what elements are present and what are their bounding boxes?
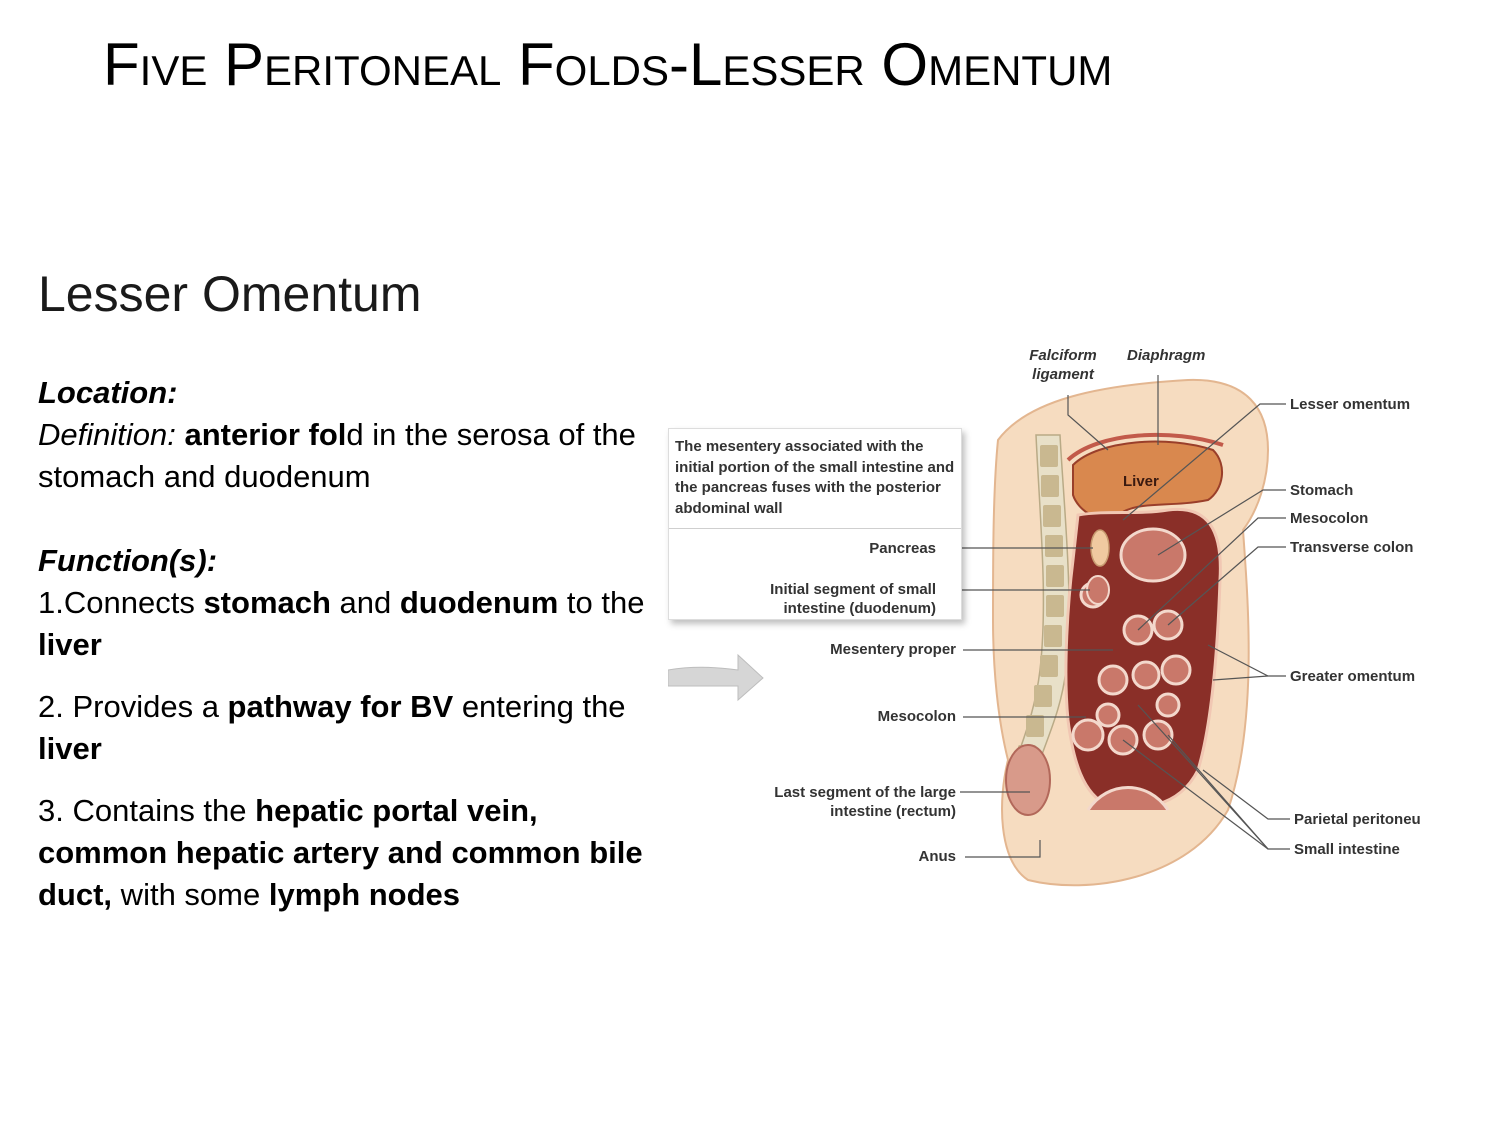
label-small-intestine: Small intestine <box>1294 841 1400 858</box>
definition-label: Definition: <box>38 417 176 452</box>
label-initial-segment: Initial segment of small intestine (duod… <box>770 581 936 617</box>
label-diaphragm: Diaphragm <box>1127 347 1206 364</box>
functions-line: Function(s): <box>38 540 648 582</box>
label-mesentery-proper: Mesentery proper <box>830 641 956 658</box>
rectum <box>1005 744 1051 816</box>
label-pancreas: Pancreas <box>869 540 936 557</box>
label-mesocolon-right: Mesocolon <box>1290 510 1369 527</box>
location-line: Location: <box>38 372 648 414</box>
duodenum <box>1086 575 1110 605</box>
function-1: 1.Connects stomach and duodenum to the l… <box>38 585 645 662</box>
slide-title: Five Peritoneal Folds-Lesser Omentum <box>103 31 1113 98</box>
peritoneum-illustration <box>668 375 1290 887</box>
definition-rest: d in the serosa of the stomach and duode… <box>38 417 636 494</box>
definition-bold: anterior fol <box>184 417 347 452</box>
label-liver: Liver <box>1123 473 1159 490</box>
callout-text: The mesentery associated with the initia… <box>675 438 955 517</box>
bladder-area <box>1086 786 1170 811</box>
diaphragm <box>1066 432 1224 462</box>
location-label: Location: <box>38 375 178 410</box>
label-parietal-peritoneum: Parietal peritoneu <box>1294 811 1421 828</box>
label-lesser-omentum: Lesser omentum <box>1290 396 1411 413</box>
function-2: 2. Provides a pathway for BV entering th… <box>38 689 626 766</box>
label-anus: Anus <box>918 848 957 865</box>
stomach <box>1119 527 1187 583</box>
label-rectum: Last segment of the large intestine (rec… <box>774 784 956 820</box>
anatomy-figure: The mesentery associated with the initia… <box>668 340 1458 900</box>
label-greater-omentum: Greater omentum <box>1290 668 1416 685</box>
label-mesocolon-left: Mesocolon <box>877 708 956 725</box>
callout-divider <box>669 528 961 529</box>
callout-box: The mesentery associated with the initia… <box>668 428 962 620</box>
definition-line: Definition: anterior fold in the serosa … <box>38 414 648 498</box>
arrow-icon <box>668 653 764 702</box>
label-falciform-ligament: Falciform ligament <box>1029 347 1097 383</box>
section-subtitle: Lesser Omentum <box>38 266 422 322</box>
function-3: 3. Contains the hepatic portal vein, com… <box>38 793 643 912</box>
label-stomach: Stomach <box>1290 482 1354 499</box>
slide-body: Location: Definition: anterior fold in t… <box>38 372 648 916</box>
label-transverse-colon: Transverse colon <box>1290 539 1414 556</box>
functions-label: Function(s): <box>38 543 218 578</box>
pancreas <box>1090 529 1110 567</box>
leader-lines <box>940 375 1290 858</box>
